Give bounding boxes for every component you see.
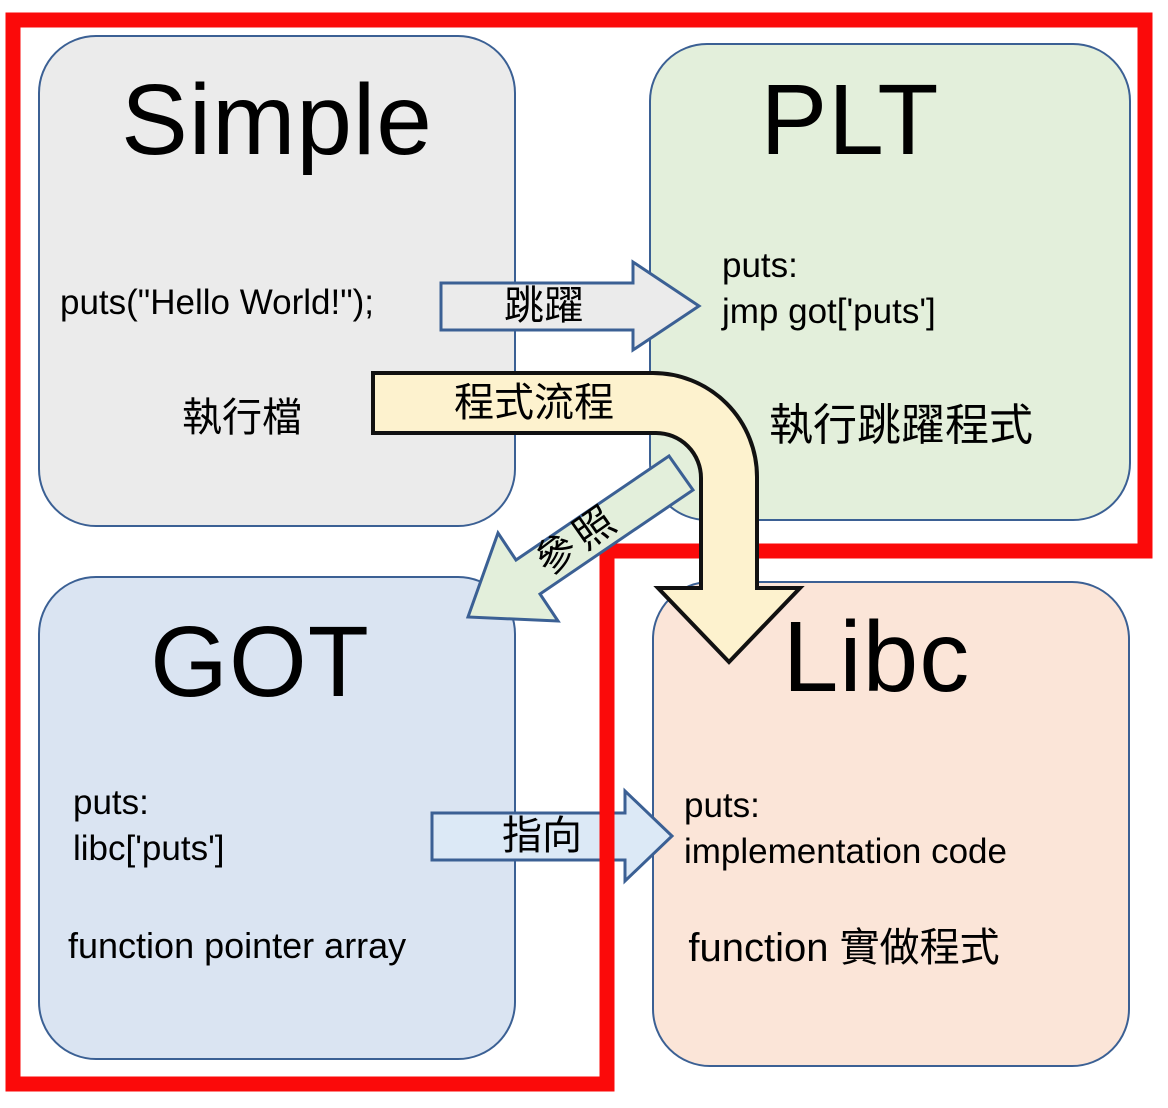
box-libc-code: puts: implementation code	[684, 783, 1007, 875]
box-plt-caption: 執行跳躍程式	[769, 401, 1033, 450]
reference-arrow-label: 參照	[527, 495, 629, 585]
box-simple-title: Simple	[121, 64, 433, 176]
points-to-arrow-label: 指向	[502, 814, 582, 858]
jump-arrow-label: 跳躍	[504, 284, 584, 328]
box-plt-code: puts: jmp got['puts']	[722, 243, 936, 335]
box-simple-caption: 執行檔	[182, 396, 302, 440]
box-simple-code: puts("Hello World!");	[60, 283, 375, 322]
box-got-title: GOT	[150, 606, 370, 718]
box-libc-code-line2: implementation code	[684, 832, 1007, 871]
program-flow-arrow-label: 程式流程	[454, 381, 614, 425]
box-got-caption: function pointer array	[68, 925, 407, 966]
box-got-code-line1: puts:	[73, 783, 149, 822]
box-libc-title: Libc	[782, 601, 971, 713]
box-got-code: puts: libc['puts']	[73, 780, 224, 872]
box-libc-code-line1: puts:	[684, 786, 760, 825]
box-plt-title: PLT	[760, 64, 940, 176]
box-libc-caption: function 實做程式	[688, 926, 1000, 970]
box-plt-code-line1: puts:	[722, 246, 798, 285]
box-plt-code-line2: jmp got['puts']	[722, 292, 936, 331]
box-got-code-line2: libc['puts']	[73, 829, 225, 868]
